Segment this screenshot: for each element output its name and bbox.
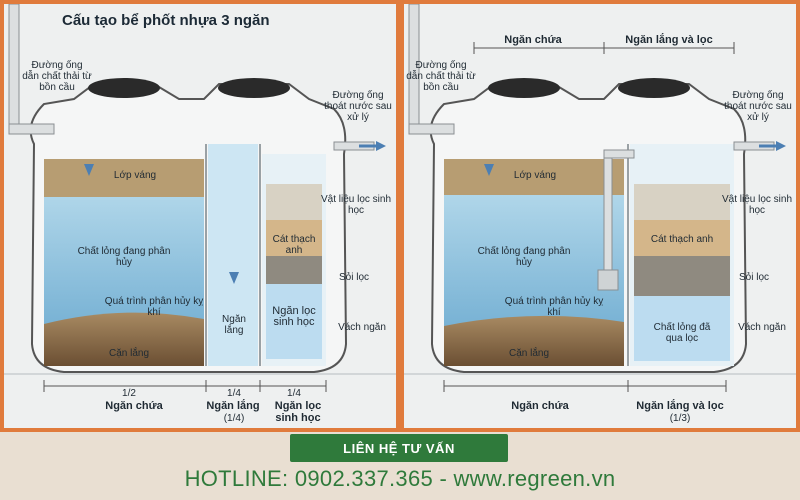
gravel-layer xyxy=(266,256,322,284)
filter-water xyxy=(266,284,322,359)
label-scum: Lớp váng xyxy=(513,170,557,181)
label-gravel: Sỏi lọc xyxy=(738,272,769,283)
tank-illustration-right xyxy=(404,4,796,428)
diagram-two-chamber: Ngăn chứa Ngăn lắng và lọc Đường ống dẫn… xyxy=(404,4,796,428)
fraction-quarter-2: 1/4 xyxy=(287,388,301,399)
label-filter-inside: Ngăn lọc sinh học xyxy=(272,305,316,328)
bottom-label-settling: Ngăn lắng và lọc xyxy=(636,400,724,412)
fraction-half: 1/2 xyxy=(122,388,136,399)
label-anaerobic: Quá trình phân hủy kỵ khí xyxy=(104,296,204,318)
sludge-layer xyxy=(44,312,204,366)
scum-layer xyxy=(44,159,204,197)
gravel-layer xyxy=(634,256,730,296)
label-anaerobic: Quá trình phân hủy kỵ khí xyxy=(504,296,604,318)
label-scum: Lớp váng xyxy=(113,170,157,181)
bio-media-layer xyxy=(266,184,322,220)
sludge-layer xyxy=(444,315,624,366)
sand-layer xyxy=(266,220,322,256)
settling-chamber xyxy=(208,144,258,366)
label-partition: Vách ngăn xyxy=(738,322,786,333)
label-liquid: Chất lỏng đang phân hủy xyxy=(477,246,571,268)
label-quartz-sand: Cát thạch anh xyxy=(650,234,714,245)
tank-illustration-left xyxy=(4,4,396,428)
bottom-label-holding: Ngăn chứa xyxy=(511,400,569,412)
fraction-quarter-1: 1/4 xyxy=(227,388,241,399)
bottom-label-settling-fraction: (1/3) xyxy=(669,413,691,424)
bottom-label-filter: Ngăn lọc sinh học xyxy=(274,400,322,424)
label-partition: Vách ngăn xyxy=(338,322,386,333)
label-inlet-pipe: Đường ống dẫn chất thải từ bồn cầu xyxy=(22,60,92,93)
bottom-label-holding: Ngăn chứa xyxy=(105,400,163,412)
bio-media-layer xyxy=(634,184,730,220)
label-filtered-liquid: Chất lỏng đã qua lọc xyxy=(653,322,711,344)
label-outlet-pipe: Đường ống thoát nước sau xử lý xyxy=(724,90,792,123)
label-sludge: Cặn lắng xyxy=(108,348,150,359)
label-gravel: Sỏi lọc xyxy=(338,272,369,283)
label-bio-media: Vật liệu lọc sinh học xyxy=(721,194,793,216)
diagram-three-chamber: Cấu tạo bể phốt nhựa 3 ngăn Đường ống dẫ… xyxy=(4,4,396,428)
label-settling-inside: Ngăn lắng xyxy=(222,314,246,336)
label-inlet-pipe: Đường ống dẫn chất thải từ bồn cầu xyxy=(406,60,476,93)
label-bio-media: Vật liệu lọc sinh học xyxy=(320,194,392,216)
sand-layer xyxy=(634,220,730,256)
scum-layer xyxy=(444,159,624,195)
label-quartz-sand: Cát thạch anh xyxy=(272,234,316,256)
contact-button[interactable]: LIÊN HỆ TƯ VẤN xyxy=(290,434,508,462)
filtered-water xyxy=(634,296,730,361)
top-label-settling: Ngăn lắng và lọc xyxy=(625,34,713,46)
top-label-holding: Ngăn chứa xyxy=(504,34,562,46)
diagram-title: Cấu tạo bể phốt nhựa 3 ngăn xyxy=(62,12,270,29)
hotline-text: HOTLINE: 0902.337.365 - www.regreen.vn xyxy=(184,466,616,491)
label-outlet-pipe: Đường ống thoát nước sau xử lý xyxy=(324,90,392,123)
bottom-label-settling-fraction: (1/4) xyxy=(223,413,245,424)
label-sludge: Cặn lắng xyxy=(508,348,550,359)
label-liquid: Chất lỏng đang phân hủy xyxy=(77,246,171,268)
bottom-label-settling: Ngăn lắng xyxy=(206,400,260,412)
